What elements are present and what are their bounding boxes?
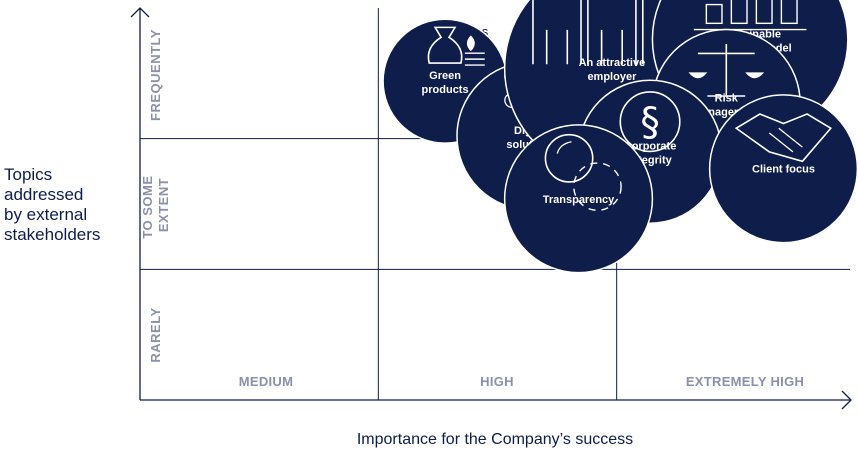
bubble-label: Risk [715,92,739,104]
y-axis-title-line: Topics [4,165,52,184]
bubble-circle [503,124,654,274]
bubble-label: Green [429,70,461,82]
circles-icon [544,133,622,211]
person-body [532,0,582,65]
bubble-label: An attractive [579,57,646,69]
bubble: Transparency [503,124,654,274]
growth-chart-icon [693,0,807,31]
bag-shape [427,26,463,64]
growth-bar [755,0,773,25]
row-label-to-some-extent: TO SOME EXTENT [140,171,171,238]
column-label-high: HIGH [480,374,514,389]
y-axis-title-line: addressed [4,185,83,204]
paragraph-glyph: § [640,100,659,145]
money-bag-icon [427,26,485,66]
row-label-rarely: RARELY [148,307,163,362]
y-axis-title-line: by external [4,205,87,224]
x-axis-title: Importance for the Company’s success [357,431,633,448]
scales-frame [697,43,755,97]
lens-circle [544,133,594,183]
bubble-label: employer [587,71,637,83]
y-axis-title-line: stakeholders [4,225,100,244]
row-label-line: EXTENT [156,178,171,232]
growth-bar [730,0,748,25]
axes [130,7,852,410]
x-axis-arrow [841,390,852,410]
growth-bar [705,3,723,25]
growth-bar [780,0,798,25]
bubble: Client focus [708,94,858,244]
column-label-medium: MEDIUM [239,374,294,389]
handshake-shape [734,113,833,163]
bubbles: GreenproductsDigitalsolutionsAn attracti… [382,0,858,274]
y-axis-title: Topics addressed by external stakeholder… [4,165,100,244]
row-label-line: TO SOME [140,175,155,238]
dashed-circle [573,162,622,211]
coin-lines [464,52,485,66]
row-label-frequently: FREQUENTLY [148,29,163,121]
paragraph-icon: § [619,91,681,153]
scales-icon [688,43,765,97]
bubble-label: Corporate [624,141,677,153]
bubble-circle [708,94,858,244]
y-axis-arrow [130,7,150,18]
bubble-label: Transparency [543,194,615,206]
bubble-label: products [422,84,469,96]
person-body [587,0,637,65]
leaf-shape [466,35,475,52]
paragraph-ring [619,91,681,153]
bubble-label: Client focus [752,164,815,176]
scales-pans [688,72,765,79]
column-label-extremely-high: EXTREMELY HIGH [686,374,804,389]
handshake-icon [734,113,833,163]
finger-lines [768,127,803,153]
lens-glint [556,141,572,154]
